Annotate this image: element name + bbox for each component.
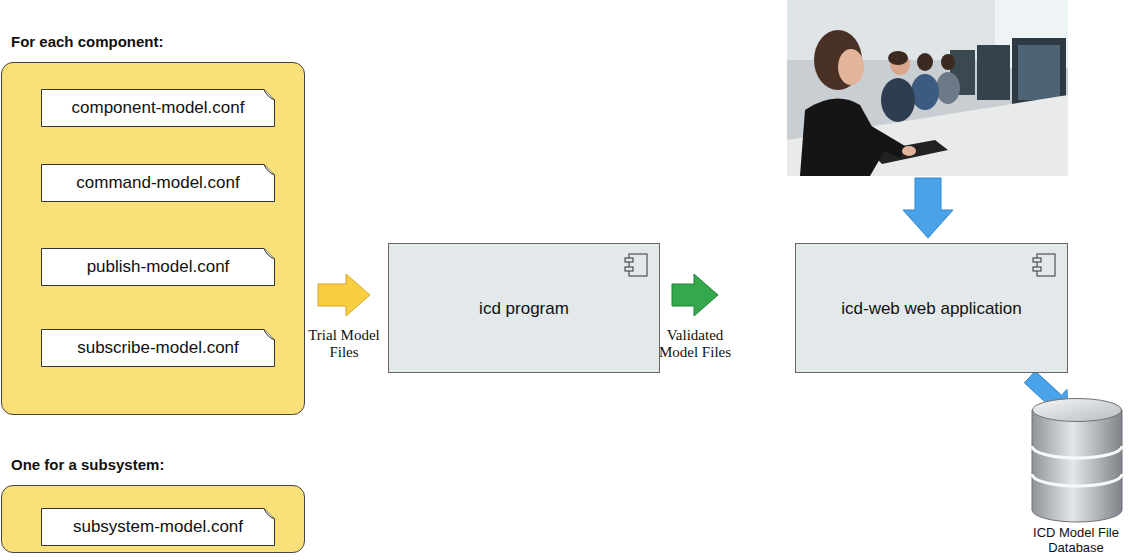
photo-person — [881, 78, 915, 122]
component-icon-tab — [1033, 267, 1041, 271]
box-label: subsystem-model.conf — [73, 517, 243, 537]
component-icon-tab — [1033, 258, 1041, 262]
file-shape — [42, 330, 275, 367]
file-group: subsystem-model.confOne for a subsystem: — [1, 485, 305, 553]
photo-arm — [852, 118, 905, 158]
file-shape — [42, 249, 275, 286]
file-shape — [42, 509, 275, 546]
component-icon — [1033, 254, 1055, 276]
file-fold — [264, 249, 275, 260]
photo-person — [888, 51, 908, 65]
box-label: component-model.conf — [72, 98, 245, 118]
file-fold — [264, 509, 275, 520]
cylinder-top — [1033, 399, 1122, 422]
file-shape — [42, 90, 275, 127]
model-file: command-model.conf — [41, 164, 275, 202]
file-fold — [264, 165, 275, 176]
photo-face — [838, 49, 864, 85]
component-icon-tab — [625, 258, 633, 262]
box-label: icd-web web application — [841, 298, 1022, 319]
photo-person — [917, 53, 933, 71]
model-file: subsystem-model.conf — [41, 508, 275, 546]
component-icon-body — [1037, 254, 1055, 276]
block-arrow — [318, 274, 370, 316]
program-box: icd program — [388, 243, 660, 373]
file-fold — [264, 330, 275, 341]
component-icon-body — [629, 254, 647, 276]
user-arrow — [903, 178, 953, 238]
photo — [787, 0, 1068, 176]
box-label: command-model.conf — [76, 173, 239, 193]
cylinder-outline — [1032, 398, 1122, 522]
edge-label: Trial Model Files — [302, 327, 386, 361]
database-label: ICD Model File Database — [1024, 525, 1128, 555]
component-icon — [625, 254, 647, 276]
block-arrow — [672, 274, 718, 316]
photo-screen — [1018, 45, 1060, 100]
edge-label: Validated Model Files — [653, 327, 737, 361]
model-file: publish-model.conf — [41, 248, 275, 286]
file-shape — [42, 165, 275, 202]
database-cylinder: ICD Model File Database — [1032, 398, 1122, 522]
file-group: component-model.conf command-model.conf pu… — [1, 62, 305, 415]
model-file: subscribe-model.conf — [41, 329, 275, 367]
photo-person — [941, 54, 955, 70]
photo-desk — [787, 95, 1068, 176]
cylinder-band — [1032, 474, 1122, 486]
web-app-box: icd-web web application — [795, 243, 1068, 373]
model-file: component-model.conf — [41, 89, 275, 127]
box-label: publish-model.conf — [87, 257, 230, 277]
photo-hand — [902, 146, 916, 156]
photo-person — [911, 74, 939, 110]
group-heading: One for a subsystem: — [11, 456, 164, 474]
photo-monitor — [977, 45, 1010, 100]
cylinder-band — [1032, 446, 1122, 458]
photo-person — [936, 72, 960, 104]
box-label: subscribe-model.conf — [77, 338, 239, 358]
box-label: icd program — [479, 298, 569, 319]
group-heading: For each component: — [11, 33, 164, 51]
photo-wall — [787, 0, 1068, 176]
component-icon-tab — [625, 267, 633, 271]
file-fold — [264, 90, 275, 101]
cylinder-body — [1032, 410, 1122, 522]
